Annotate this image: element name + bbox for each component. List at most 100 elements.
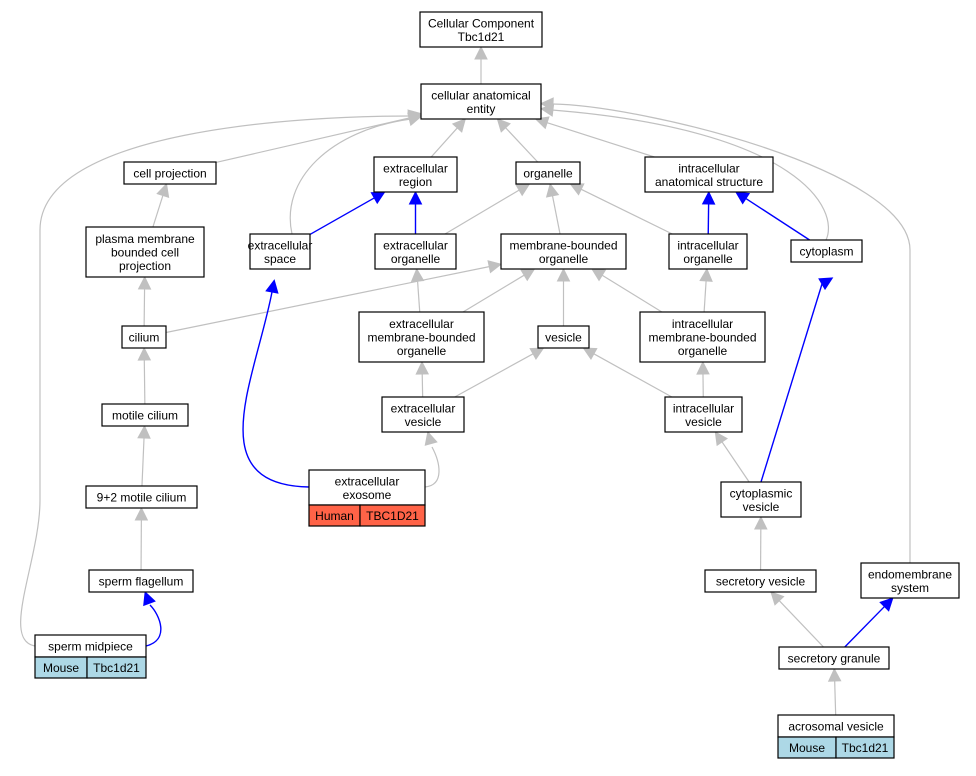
edge-intorg-to-organelle (581, 189, 672, 234)
edges-layer (21, 47, 910, 715)
arrowhead-intmbo-to-intorg (700, 269, 712, 281)
node-cilium[interactable]: cilium (122, 326, 166, 348)
edge-secgran-to-endomem (845, 607, 885, 647)
node-label-ias-1: anatomical structure (655, 175, 763, 189)
arrowhead-cae-to-root (475, 47, 487, 59)
arrowhead-cilium-to-mbo (488, 261, 501, 273)
node-label-intmbo-1: membrane-bounded (648, 331, 756, 345)
node-label-exorg-1: organelle (391, 252, 441, 266)
edge-exorg-to-organelle (445, 190, 519, 234)
edge-ias-to-cae (547, 123, 654, 157)
node-label-cae-1: entity (467, 102, 496, 116)
edge-spermmid-to-spermflag (146, 605, 161, 646)
node-label-exves-1: vesicle (405, 415, 442, 429)
node-vesicle[interactable]: vesicle (538, 326, 589, 348)
edge-cytoves-to-intves (722, 442, 749, 482)
node-label-exspace-0: extracellular (248, 238, 313, 252)
node-label-exmbo-1: membrane-bounded (367, 331, 475, 345)
node-label-intmbo-2: organelle (678, 344, 728, 358)
arrowhead-exosome-to-exspace (266, 280, 278, 293)
node-spermflag[interactable]: sperm flagellum (89, 570, 193, 592)
arrowhead-exorg-to-organelle (516, 184, 529, 195)
node-secves[interactable]: secretory vesicle (705, 570, 816, 592)
edge-mbo-to-organelle (552, 196, 560, 234)
arrowhead-exmbo-to-mbo (521, 269, 534, 280)
node-label-secgran-0: secretory granule (788, 652, 881, 666)
arrowhead-intves-to-intmbo (697, 362, 709, 374)
arrowhead-exosome-to-exves (425, 432, 437, 445)
node-label-exorg-0: extracellular (383, 238, 448, 252)
arrowhead-exorg-to-exreg (410, 192, 422, 204)
arrowhead-mbo-to-organelle (547, 184, 559, 197)
arrowhead-vesicle-to-mbo (558, 269, 570, 281)
arrowhead-secves-to-cytoves (755, 517, 767, 529)
node-ninetwo[interactable]: 9+2 motile cilium (86, 486, 197, 508)
arrowhead-acroves-to-secgran (829, 669, 841, 681)
node-cellproj[interactable]: cell projection (124, 162, 216, 184)
node-label-endomem-1: system (891, 581, 929, 595)
node-label-vesicle-0: vesicle (545, 331, 582, 345)
annotation-gene-spermmid: Tbc1d21 (93, 661, 140, 675)
annotation-species-acroves: Mouse (789, 741, 825, 755)
edge-exspace-to-exreg (310, 198, 374, 235)
node-secgran[interactable]: secretory granule (779, 647, 889, 669)
edge-exreg-to-cae (431, 128, 457, 157)
arrowhead-exves-to-exmbo (416, 362, 428, 374)
annotation-species-spermmid: Mouse (43, 661, 79, 675)
arrowhead-spermflag-to-ninetwo (135, 508, 147, 520)
node-label-exves-0: extracellular (391, 401, 456, 415)
arrowhead-ninetwo-to-motcil (138, 426, 150, 438)
node-label-intorg-1: organelle (683, 252, 733, 266)
node-label-exreg-0: extracellular (383, 161, 448, 175)
node-label-pmbcp-0: plasma membrane (95, 232, 195, 246)
edge-exosome-to-exves (425, 447, 439, 487)
annotation-species-exosome: Human (315, 509, 354, 523)
node-label-cytoves-1: vesicle (743, 500, 780, 514)
arrowhead-intmbo-to-mbo (592, 269, 605, 280)
arrowhead-exmbo-to-exorg (412, 269, 424, 281)
node-label-intmbo-0: intracellular (672, 317, 733, 331)
arrowhead-intorg-to-ias (703, 192, 715, 204)
node-cytoplasm[interactable]: cytoplasm (791, 240, 862, 262)
annotation-gene-exosome: TBC1D21 (366, 509, 419, 523)
node-label-cellproj-0: cell projection (133, 167, 206, 181)
node-label-cytoplasm-0: cytoplasm (799, 245, 853, 259)
edge-secgran-to-secves (779, 601, 823, 647)
node-label-root-1: Tbc1d21 (458, 30, 505, 44)
node-label-exosome-0: extracellular (335, 474, 400, 488)
node-label-exmbo-2: organelle (397, 344, 447, 358)
node-label-pmbcp-2: projection (119, 259, 171, 273)
node-label-exspace-1: space (264, 252, 296, 266)
arrowhead-spermmid-to-spermflag (144, 592, 155, 605)
edge-motcil-to-cilium (144, 360, 145, 404)
arrowhead-cilium-to-pmbcp (139, 277, 151, 289)
node-label-motcil-0: motile cilium (112, 409, 178, 423)
node-organelle[interactable]: organelle (516, 162, 580, 184)
node-label-ninetwo-0: 9+2 motile cilium (97, 491, 187, 505)
edge-cytoplasm-to-ias (746, 199, 810, 240)
node-label-intves-0: intracellular (673, 401, 734, 415)
node-label-exosome-1: exosome (343, 488, 392, 502)
node-label-exmbo-0: extracellular (389, 317, 454, 331)
node-motcil[interactable]: motile cilium (102, 404, 188, 426)
